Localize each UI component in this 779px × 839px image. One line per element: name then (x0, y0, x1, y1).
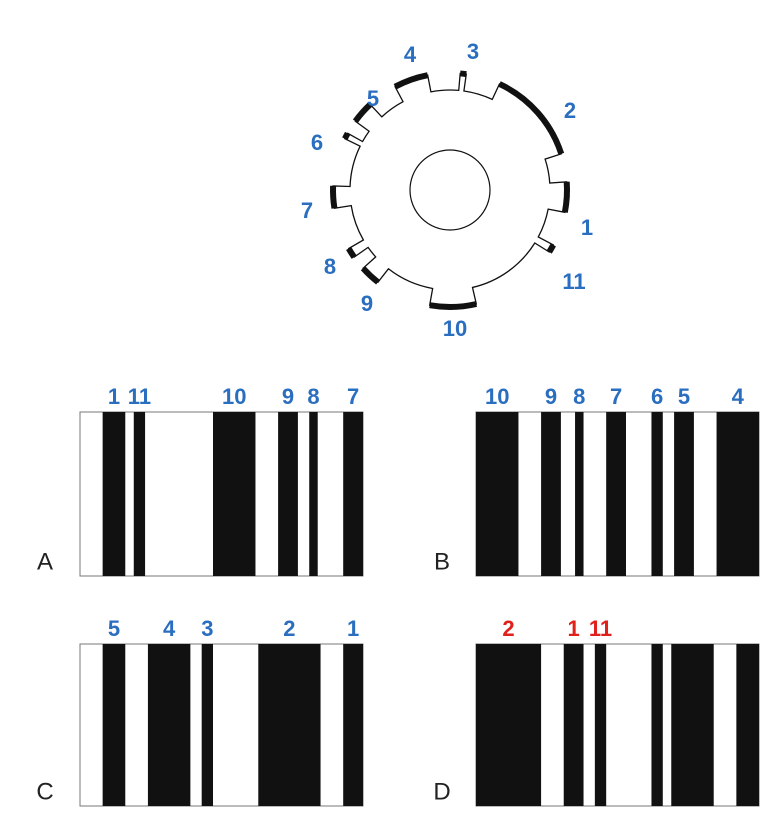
barcode-bar (651, 412, 663, 576)
wheel-tooth-7 (330, 185, 338, 209)
wheel-tooth-3 (459, 70, 467, 78)
wheel-tooth-label: 6 (311, 130, 323, 155)
bar-label: 9 (282, 384, 294, 409)
panel-letter: C (36, 778, 53, 805)
wheel-tooth-label: 7 (301, 198, 313, 223)
bar-label: 1 (568, 616, 580, 641)
barcode-bar (102, 644, 126, 806)
wheel-tooth-label: 2 (564, 98, 576, 123)
wheel-tooth-label: 8 (324, 254, 336, 279)
bar-label: 6 (651, 384, 663, 409)
barcode-bar (575, 412, 584, 576)
barcode-bar (606, 412, 626, 576)
bar-label: 4 (163, 616, 176, 641)
barcode-bar (258, 644, 321, 806)
bar-label: 10 (485, 384, 509, 409)
bar-label: 2 (283, 616, 295, 641)
wheel-tooth-6 (342, 131, 351, 141)
barcode-bar (594, 644, 607, 806)
wheel-tooth-11 (546, 243, 556, 254)
wheel-tooth-2 (498, 81, 565, 155)
wheel-hub (409, 149, 491, 231)
wheel-tooth-8 (346, 246, 357, 259)
barcode-bar (674, 412, 694, 576)
barcode-bar (147, 644, 191, 806)
barcode-bar (541, 412, 561, 576)
wheel-tooth-5 (352, 102, 373, 124)
wheel-tooth-10 (429, 301, 477, 310)
panel-letter: B (434, 548, 450, 575)
barcode-bar (343, 412, 363, 576)
barcode-bar (343, 644, 363, 806)
barcode-bar (671, 644, 714, 806)
bar-label: 1 (108, 384, 120, 409)
barcode-bar (102, 412, 126, 576)
bar-label: 8 (573, 384, 585, 409)
barcode-bar (563, 644, 584, 806)
barcode-bar (133, 412, 146, 576)
barcode-bar (201, 644, 214, 806)
barcode-bar (651, 644, 663, 806)
bar-label: 11 (128, 384, 151, 409)
barcode-bar (476, 644, 542, 806)
barcode-bar (278, 412, 298, 576)
wheel-tooth-9 (360, 266, 380, 285)
bar-label: 3 (201, 616, 213, 641)
bar-label: 4 (732, 384, 745, 409)
panel-letter: A (37, 548, 53, 575)
bar-label: 11 (589, 616, 612, 641)
wheel-tooth-4 (393, 72, 429, 90)
bar-label: 7 (610, 384, 622, 409)
wheel-tooth-label: 3 (467, 39, 479, 64)
barcode-bar (716, 412, 759, 576)
wheel-tooth-label: 10 (443, 316, 467, 341)
wheel-tooth-label: 5 (367, 86, 379, 111)
barcode-bar (213, 412, 256, 576)
bar-label: 7 (347, 384, 359, 409)
bar-label: 2 (502, 616, 514, 641)
bar-label: 5 (678, 384, 690, 409)
wheel-tooth-1 (561, 181, 570, 213)
wheel-tooth-label: 4 (404, 42, 417, 67)
bar-label: 10 (222, 384, 246, 409)
bar-label: 5 (108, 616, 120, 641)
barcode-bar (309, 412, 318, 576)
bar-label: 9 (545, 384, 557, 409)
bar-label: 1 (347, 616, 359, 641)
bar-label: 8 (307, 384, 319, 409)
barcode-bar (476, 412, 519, 576)
panel-letter: D (433, 778, 450, 805)
wheel-tooth-label: 1 (581, 215, 593, 240)
wheel-tooth-label: 9 (361, 291, 373, 316)
wheel-tooth-label: 11 (562, 269, 585, 294)
barcode-bar (736, 644, 759, 806)
